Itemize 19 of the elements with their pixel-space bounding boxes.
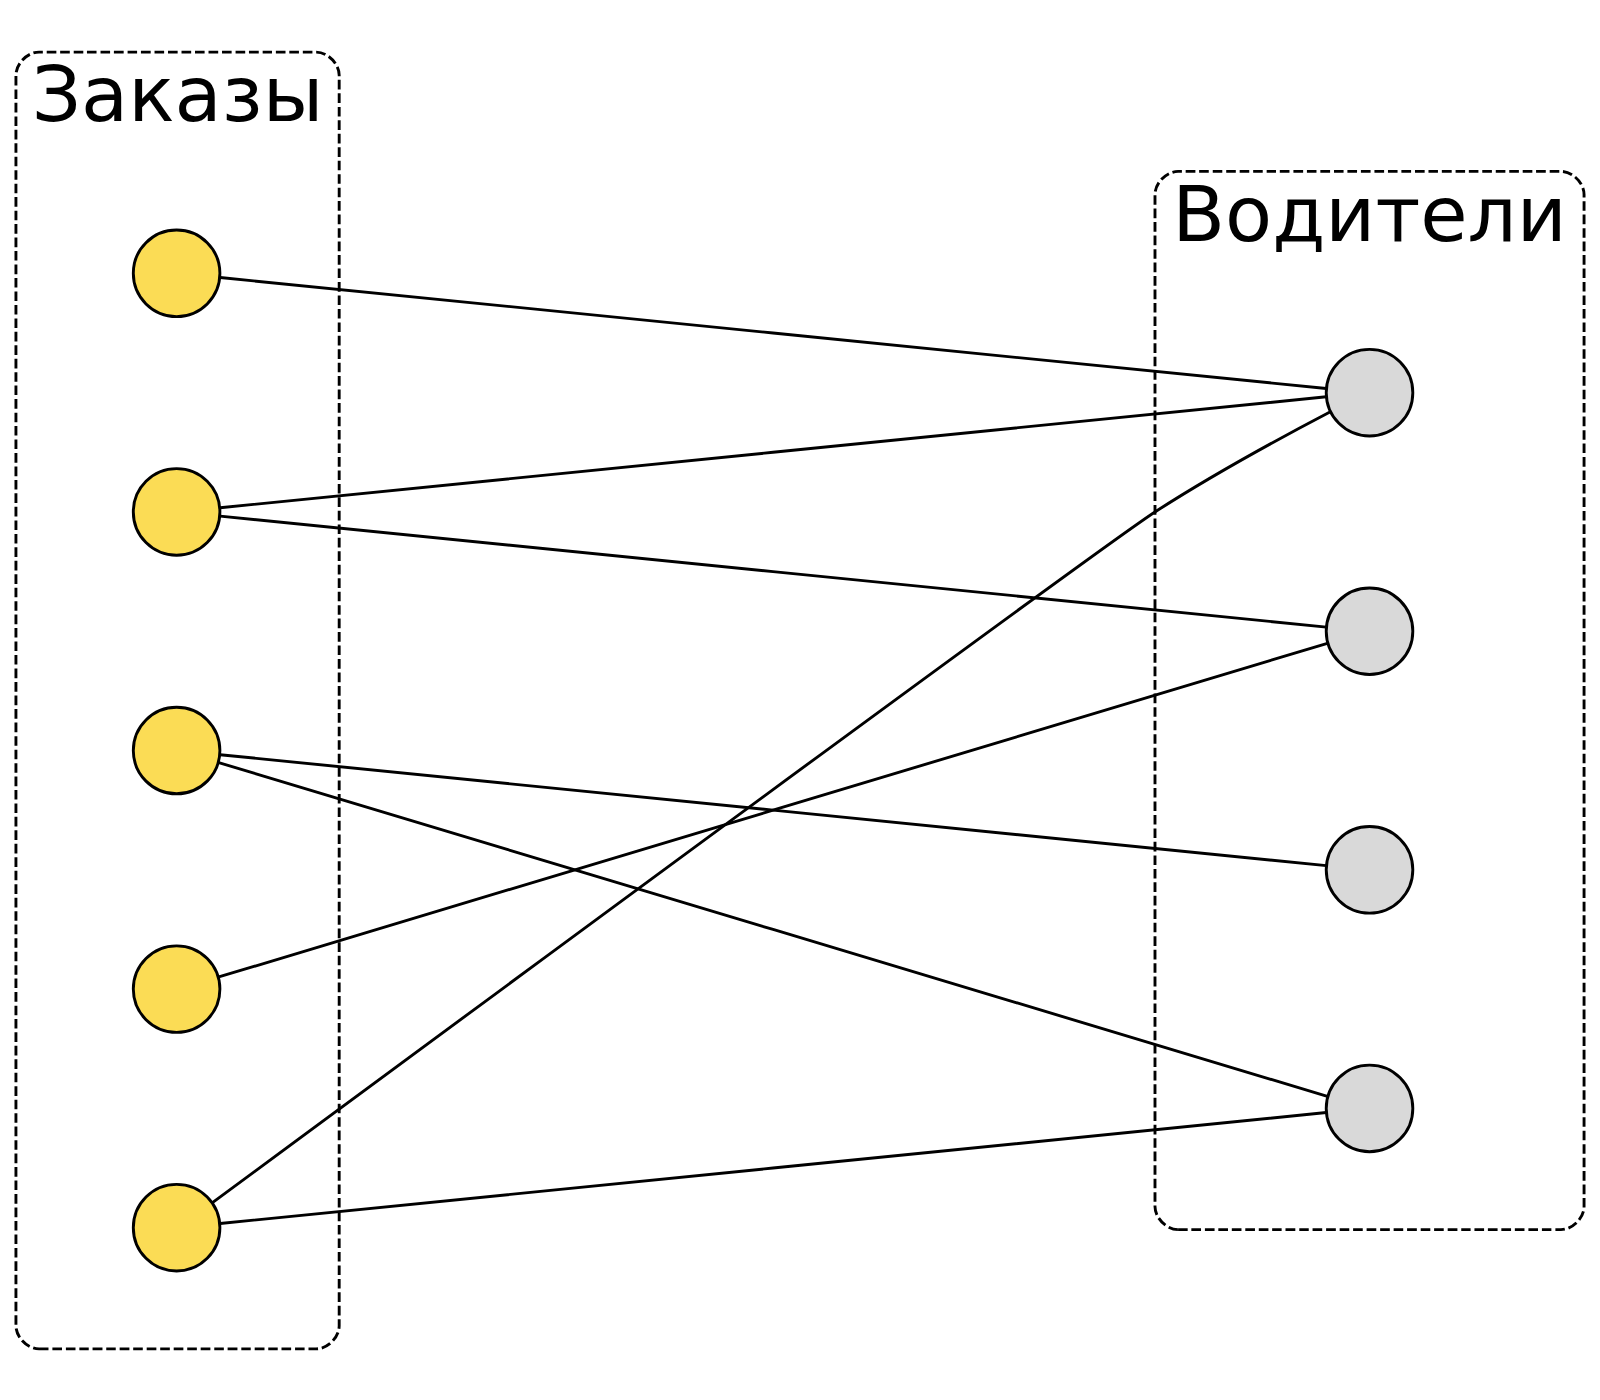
node-circle xyxy=(131,705,222,795)
node-circle xyxy=(1324,586,1415,676)
connector xyxy=(220,752,1327,867)
cluster: Водители xyxy=(1153,169,1586,1231)
node-circle xyxy=(131,228,222,318)
connector xyxy=(218,760,1328,1098)
node-circle xyxy=(1324,824,1415,915)
connector xyxy=(220,514,1327,629)
node-circle xyxy=(131,1182,222,1272)
connector xyxy=(220,275,1327,390)
node-circle xyxy=(131,943,222,1034)
connector xyxy=(220,1110,1327,1225)
connector xyxy=(218,641,1328,978)
connector xyxy=(211,410,1331,1204)
node-circle xyxy=(1324,347,1415,437)
cluster: Заказы xyxy=(14,50,341,1350)
node-circle xyxy=(1324,1063,1415,1153)
node-circle xyxy=(131,466,222,557)
connector xyxy=(220,394,1327,509)
